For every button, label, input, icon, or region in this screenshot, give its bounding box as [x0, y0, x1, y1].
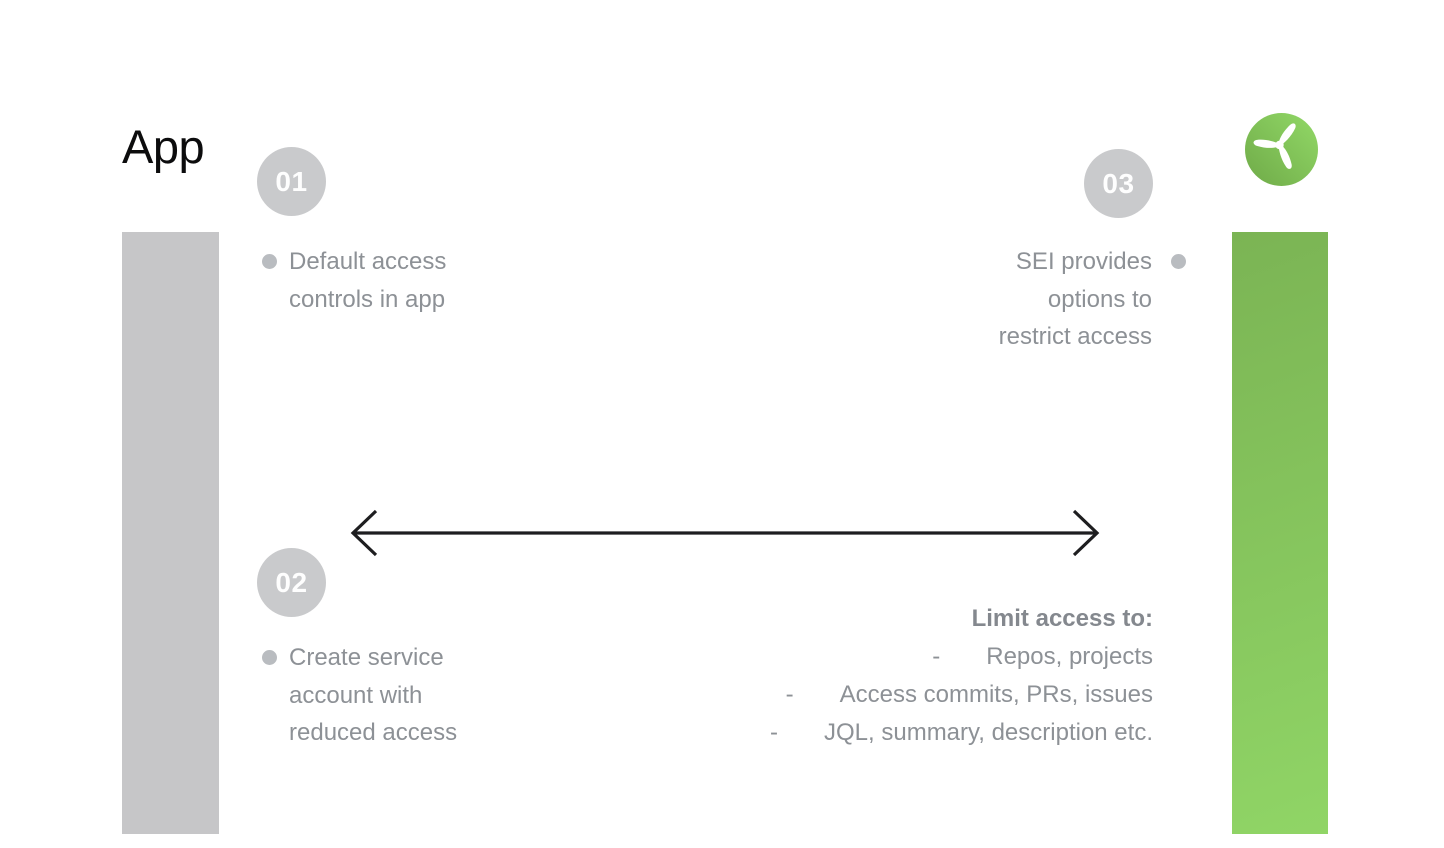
- step-note-service-account: Create service account with reduced acce…: [262, 639, 457, 752]
- arrow-head-left: [350, 509, 378, 557]
- list-item-text: Repos, projects: [986, 643, 1153, 670]
- note-line: account with: [289, 681, 423, 709]
- step-number-03: 03: [1102, 167, 1135, 199]
- note-line: Create service: [289, 644, 444, 671]
- limit-access-list: Limit access to: - Repos, projects - Acc…: [770, 600, 1153, 752]
- step-note-default-access: Default access controls in app: [262, 243, 446, 318]
- note-line: restrict access: [998, 323, 1152, 350]
- propeller-icon: [1245, 113, 1318, 186]
- note-text: Default access controls in app: [289, 243, 446, 318]
- propeller-logo-icon: [1245, 113, 1318, 186]
- note-line: Default access: [289, 248, 447, 275]
- limit-access-title: Limit access to:: [971, 605, 1153, 632]
- list-item-text: JQL, summary, description etc.: [824, 719, 1153, 746]
- note-line: SEI provides: [1015, 248, 1152, 275]
- dash-bullet: -: [932, 643, 941, 670]
- page-title: App: [122, 120, 205, 173]
- note-text: Create service account with reduced acce…: [289, 639, 457, 752]
- step-number-01: 01: [275, 165, 308, 197]
- right-green-bar: [1232, 232, 1328, 834]
- list-item: - JQL, summary, description etc.: [770, 714, 1153, 752]
- left-gray-bar: [122, 232, 219, 834]
- note-line: controls in app: [289, 285, 446, 313]
- step-number-02: 02: [275, 566, 308, 598]
- step-note-sei-restrict: SEI provides options to restrict access: [999, 243, 1186, 356]
- dash-bullet: -: [785, 681, 794, 708]
- step-badge-03: 03: [1084, 149, 1153, 218]
- list-item: - Access commits, PRs, issues: [770, 676, 1153, 714]
- bullet-dot-icon: [1171, 254, 1186, 269]
- note-line: reduced access: [289, 719, 458, 746]
- arrow-head-right: [1072, 509, 1100, 557]
- bullet-dot-icon: [262, 254, 277, 269]
- step-badge-02: 02: [257, 548, 326, 617]
- note-text: SEI provides options to restrict access: [999, 243, 1152, 356]
- double-headed-arrow-icon: [350, 509, 1100, 557]
- dash-bullet: -: [770, 719, 778, 746]
- list-item: - Repos, projects: [770, 638, 1153, 676]
- list-item-text: Access commits, PRs, issues: [839, 681, 1153, 708]
- step-badge-01: 01: [257, 147, 326, 216]
- bullet-dot-icon: [262, 650, 277, 665]
- note-line: options to: [1047, 285, 1152, 313]
